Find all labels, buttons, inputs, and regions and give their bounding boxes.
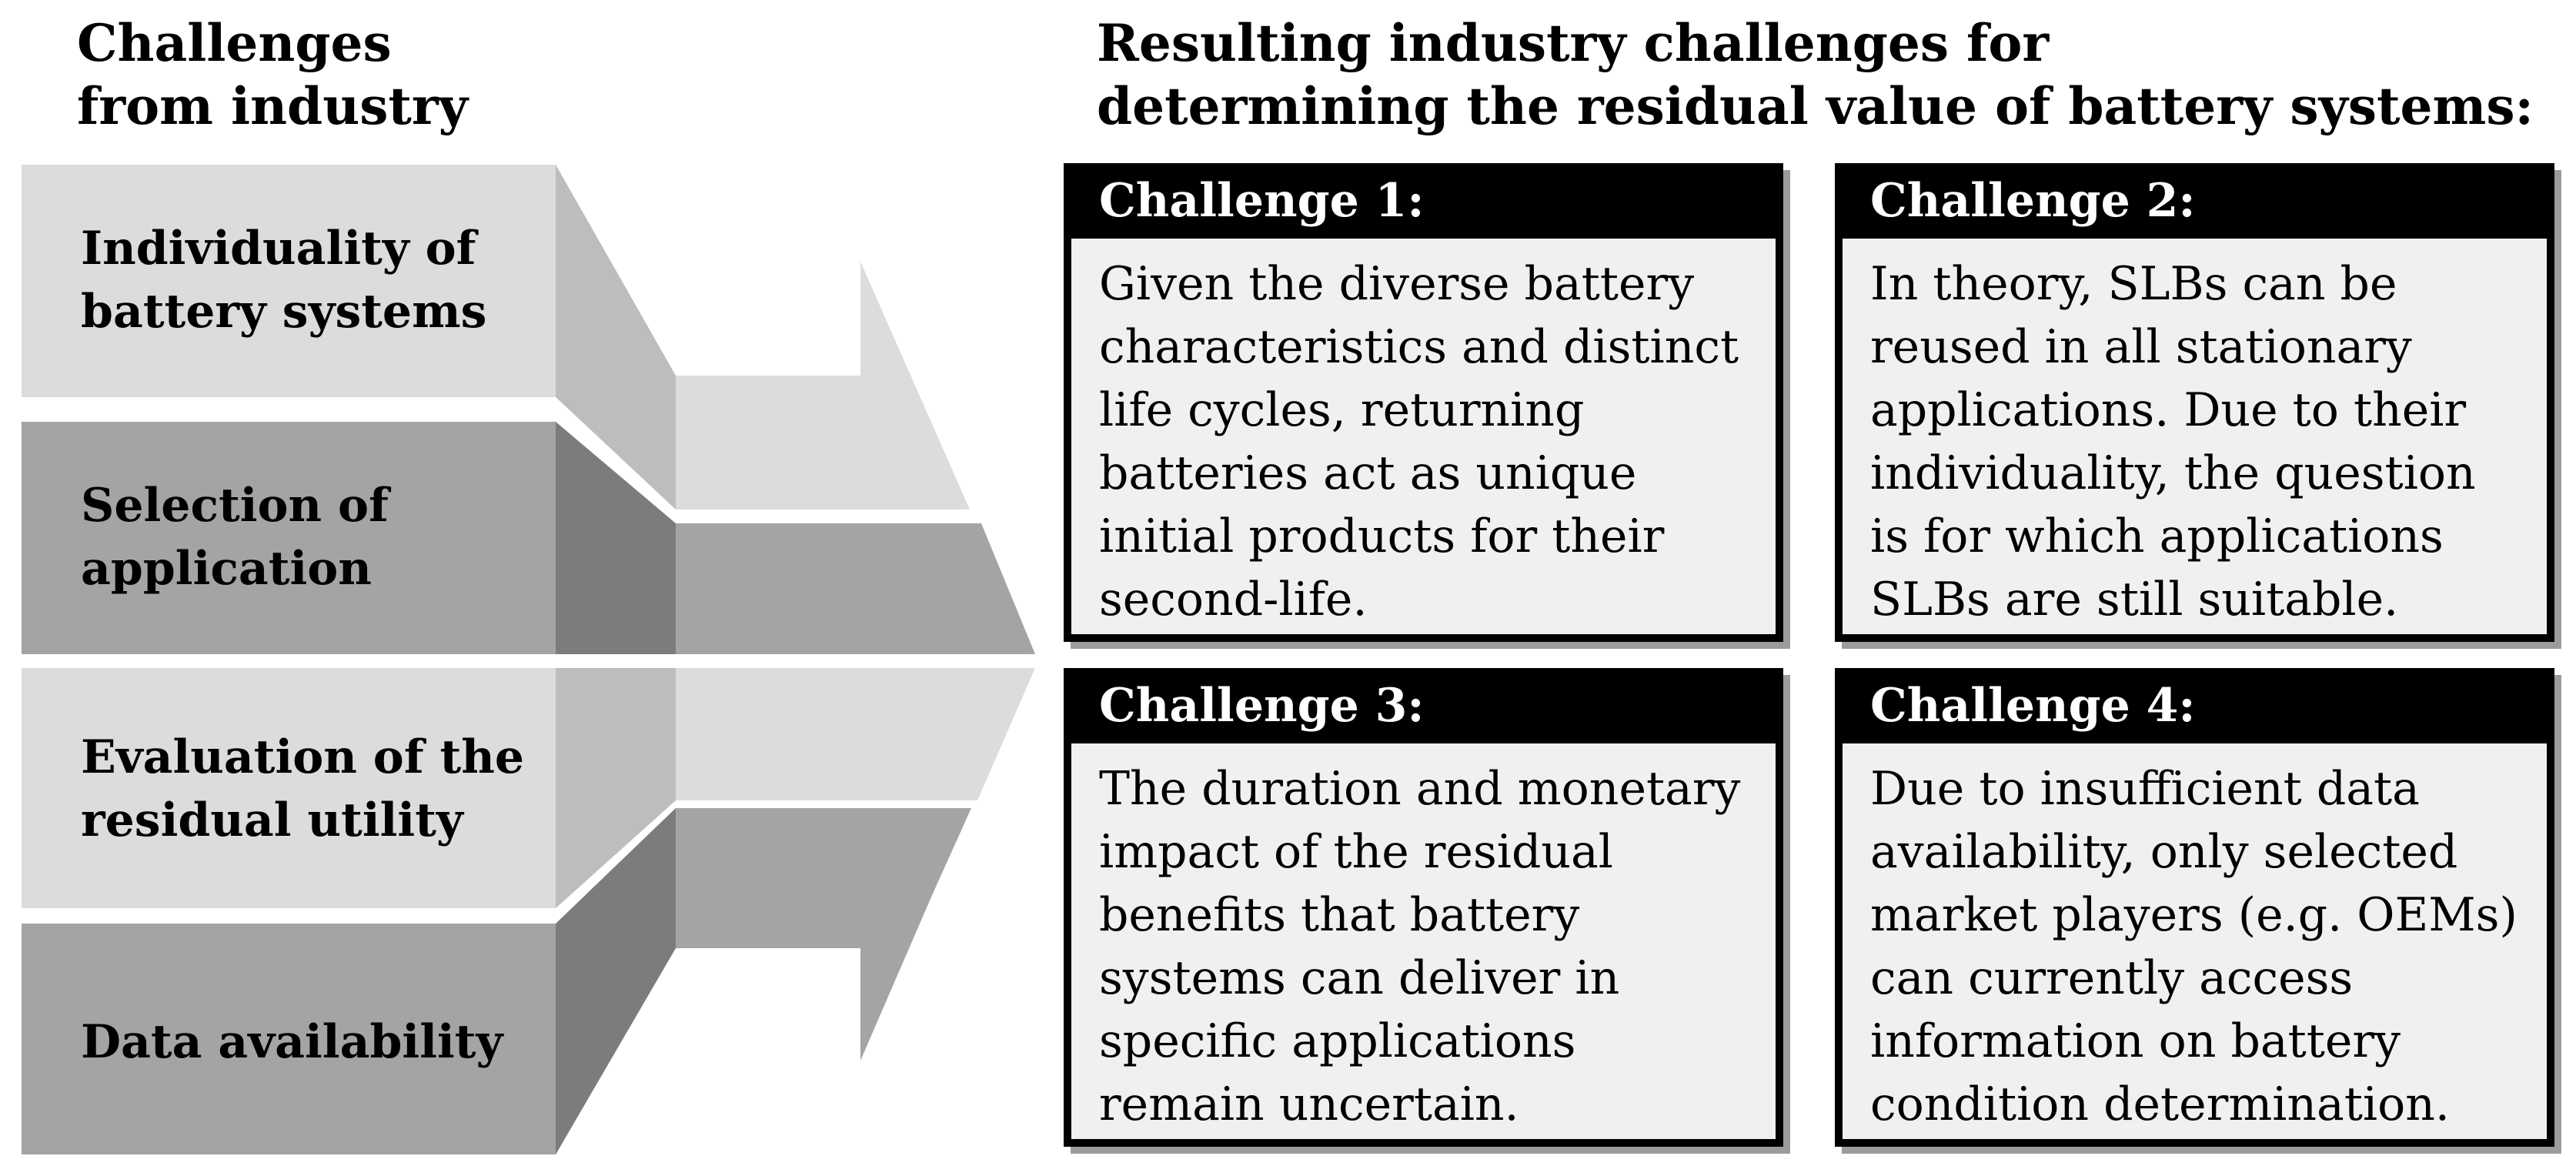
band-2-face: [22, 422, 556, 654]
band-1-face: [22, 165, 556, 397]
challenge-1-title: Challenge 1:: [1099, 174, 1425, 228]
challenge-2-text: In theory, SLBs can be reused in all sta…: [1870, 257, 2476, 626]
band-3-side: [556, 668, 676, 908]
band-2-connector: [676, 523, 1035, 654]
band-2-side: [556, 422, 676, 654]
challenge-2-title: Challenge 2:: [1870, 174, 2196, 228]
challenge-card-1: Challenge 1: Given the diverse battery c…: [1064, 163, 1783, 642]
flow-label-4-text: Data availability: [81, 1015, 503, 1069]
challenge-3-body: The duration and monetary impact of the …: [1071, 743, 1776, 1139]
challenge-4-title: Challenge 4:: [1870, 679, 2196, 733]
challenge-1-body: Given the diverse battery characteristic…: [1071, 239, 1776, 634]
challenge-1-text: Given the diverse battery characteristic…: [1099, 257, 1739, 626]
band-1-connector: [676, 376, 920, 509]
band-4-side: [556, 808, 676, 1154]
challenge-2-body: In theory, SLBs can be reused in all sta…: [1843, 239, 2547, 634]
flow-label-4: Data availability: [81, 1011, 503, 1074]
band-1-side: [556, 165, 676, 509]
challenge-3-title: Challenge 3:: [1099, 679, 1425, 733]
band-4-connector: [676, 808, 971, 948]
challenge-card-2: Challenge 2: In theory, SLBs can be reus…: [1835, 163, 2554, 642]
challenge-3-text: The duration and monetary impact of the …: [1099, 762, 1741, 1131]
funnel-arrow-graphic: [22, 165, 1035, 1154]
band-3-face: [22, 668, 556, 908]
challenge-4-body: Due to insufficient data availability, o…: [1843, 743, 2547, 1139]
band-4-face: [22, 924, 556, 1154]
challenge-card-4: Challenge 4: Due to insufficient data av…: [1835, 668, 2554, 1147]
challenge-4-text: Due to insufficient data availability, o…: [1870, 762, 2518, 1131]
band-3-connector: [676, 668, 1035, 800]
challenge-card-3: Challenge 3: The duration and monetary i…: [1064, 668, 1783, 1147]
